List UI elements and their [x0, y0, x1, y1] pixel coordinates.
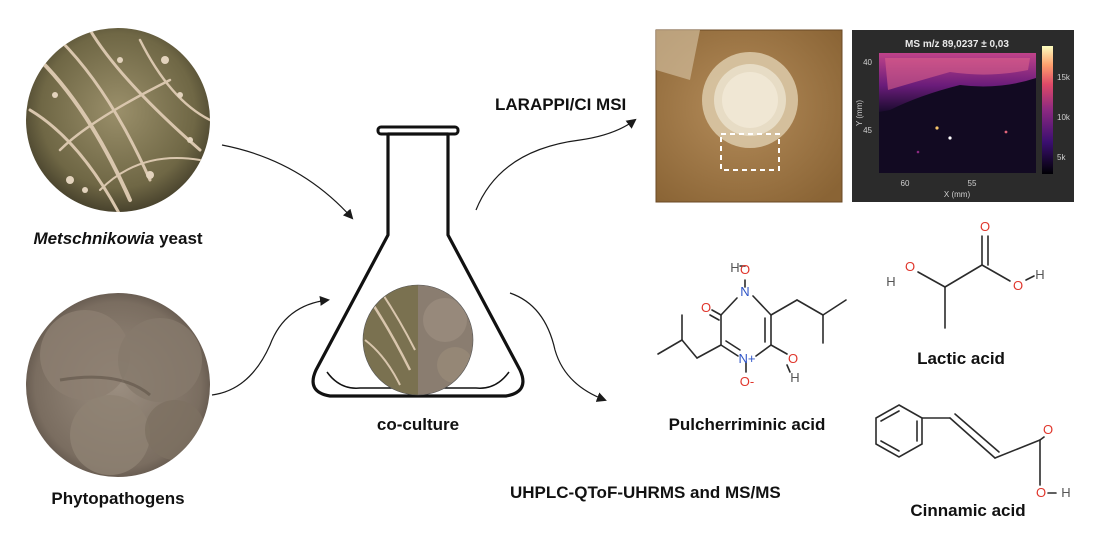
phytopathogen-to-flask-arrow [211, 295, 330, 396]
pulcherriminic-acid-structure: N O H O N+ O- O H [657, 260, 847, 389]
atom-label: O [1043, 422, 1053, 437]
atom-label: H [790, 370, 799, 385]
pulcherriminic-acid-label: Pulcherriminic acid [669, 415, 826, 434]
coculture-image [362, 284, 474, 396]
atom-label: H [886, 274, 895, 289]
atom-label: H [1035, 267, 1044, 282]
colorbar-tick: 10k [1057, 113, 1071, 122]
msi-heatmap-title: MS m/z 89,0237 ± 0,03 [905, 39, 1009, 50]
yeast-culture-image [26, 28, 210, 212]
cinnamic-acid-label: Cinnamic acid [910, 501, 1025, 520]
atom-label: O [980, 219, 990, 234]
yeast-to-flask-arrow [221, 144, 354, 220]
y-axis-label: Y (mm) [855, 100, 864, 126]
heatmap-hotspot [935, 126, 939, 130]
heatmap-hotspot [948, 136, 952, 140]
yeast-label: Metschnikowia yeast [33, 229, 202, 248]
y-axis-tick: 40 [863, 58, 872, 67]
msi-plate-photo [655, 29, 843, 203]
colorbar-tick: 15k [1057, 73, 1071, 82]
heatmap-hotspot [1004, 130, 1008, 134]
heatmap-hotspot [916, 150, 920, 154]
atom-label: O- [740, 374, 754, 389]
atom-label: O [905, 259, 915, 274]
atom-label: H [730, 260, 739, 275]
atom-label: O [740, 262, 750, 277]
coculture-label: co-culture [377, 415, 459, 434]
msi-heatmap-panel: MS m/z 89,0237 ± 0,03 15k 10k 5k 40 45 6… [852, 30, 1074, 202]
x-axis-label: X (mm) [944, 190, 971, 199]
uhplc-method-label: UHPLC-QToF-UHRMS and MS/MS [510, 483, 781, 502]
atom-label: N+ [739, 351, 756, 366]
cinnamic-acid-structure: O O H [875, 404, 1071, 500]
msi-method-label: LARAPPI/CI MSI [495, 95, 626, 114]
phytopathogen-culture-image [26, 293, 210, 477]
lactic-acid-label: Lactic acid [917, 349, 1005, 368]
colorbar-tick: 5k [1057, 153, 1066, 162]
lactic-acid-structure: O H O O H [886, 219, 1045, 329]
flask-to-uhplc-arrow [509, 292, 607, 402]
flask-to-msi-arrow [475, 118, 637, 211]
atom-label: O [701, 300, 711, 315]
atom-label: O [1013, 278, 1023, 293]
msi-colorbar [1042, 46, 1053, 174]
phytopathogens-label: Phytopathogens [51, 489, 184, 508]
atom-label: O [788, 351, 798, 366]
msi-region-of-interest [720, 133, 780, 171]
y-axis-tick: 45 [863, 126, 872, 135]
x-axis-tick: 60 [901, 179, 910, 188]
atom-label: N [740, 284, 749, 299]
atom-label: H [1061, 485, 1070, 500]
atom-label: O [1036, 485, 1046, 500]
x-axis-tick: 55 [968, 179, 977, 188]
